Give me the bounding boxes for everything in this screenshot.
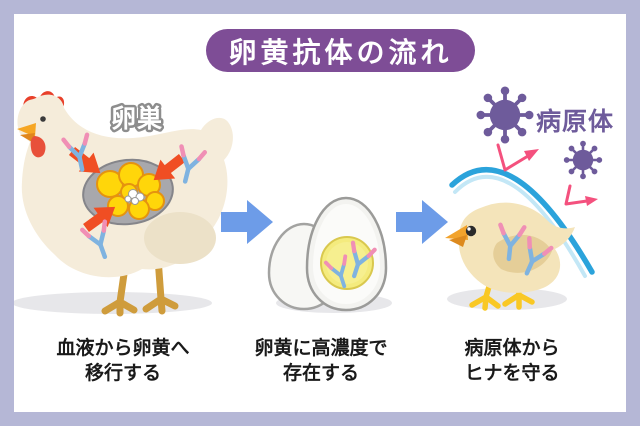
deflection-arrow-heads bbox=[524, 149, 598, 206]
immature-follicles bbox=[124, 189, 145, 205]
virus-icon-large bbox=[474, 84, 536, 146]
caption-high-concentration: 卵黄に高濃度で 存在する bbox=[254, 337, 388, 384]
chick-eye-highlight bbox=[467, 227, 471, 231]
shield-arc-inner bbox=[453, 174, 587, 278]
eggs-illustration bbox=[267, 196, 392, 313]
flow-arrow-icon-1 bbox=[221, 200, 273, 244]
title-banner: 卵黄抗体の流れ bbox=[206, 29, 475, 72]
caption-protect-chick: 病原体から ヒナを守る bbox=[464, 337, 560, 384]
hen-eye bbox=[40, 116, 46, 122]
deflection-arrow-icons bbox=[496, 143, 589, 206]
hen-illustration: 卵巣 bbox=[12, 91, 233, 317]
shield-arc-icon bbox=[449, 166, 595, 275]
hen-legs bbox=[101, 254, 179, 317]
wattle-icon bbox=[30, 136, 46, 158]
caption-blood-to-yolk: 血液から卵黄へ 移行する bbox=[56, 337, 190, 384]
pathogen-label: 病原体 bbox=[536, 107, 615, 136]
chick-beak-icon bbox=[445, 225, 468, 240]
chick-scene bbox=[445, 84, 604, 311]
virus-icon-small bbox=[562, 139, 604, 181]
hen-wing-shade bbox=[144, 212, 216, 264]
flow-arrow-icon-2 bbox=[396, 200, 448, 244]
ovary-label: 卵巣 bbox=[111, 104, 163, 133]
chick-beak-lower bbox=[449, 235, 467, 247]
chick-eye bbox=[465, 225, 477, 237]
